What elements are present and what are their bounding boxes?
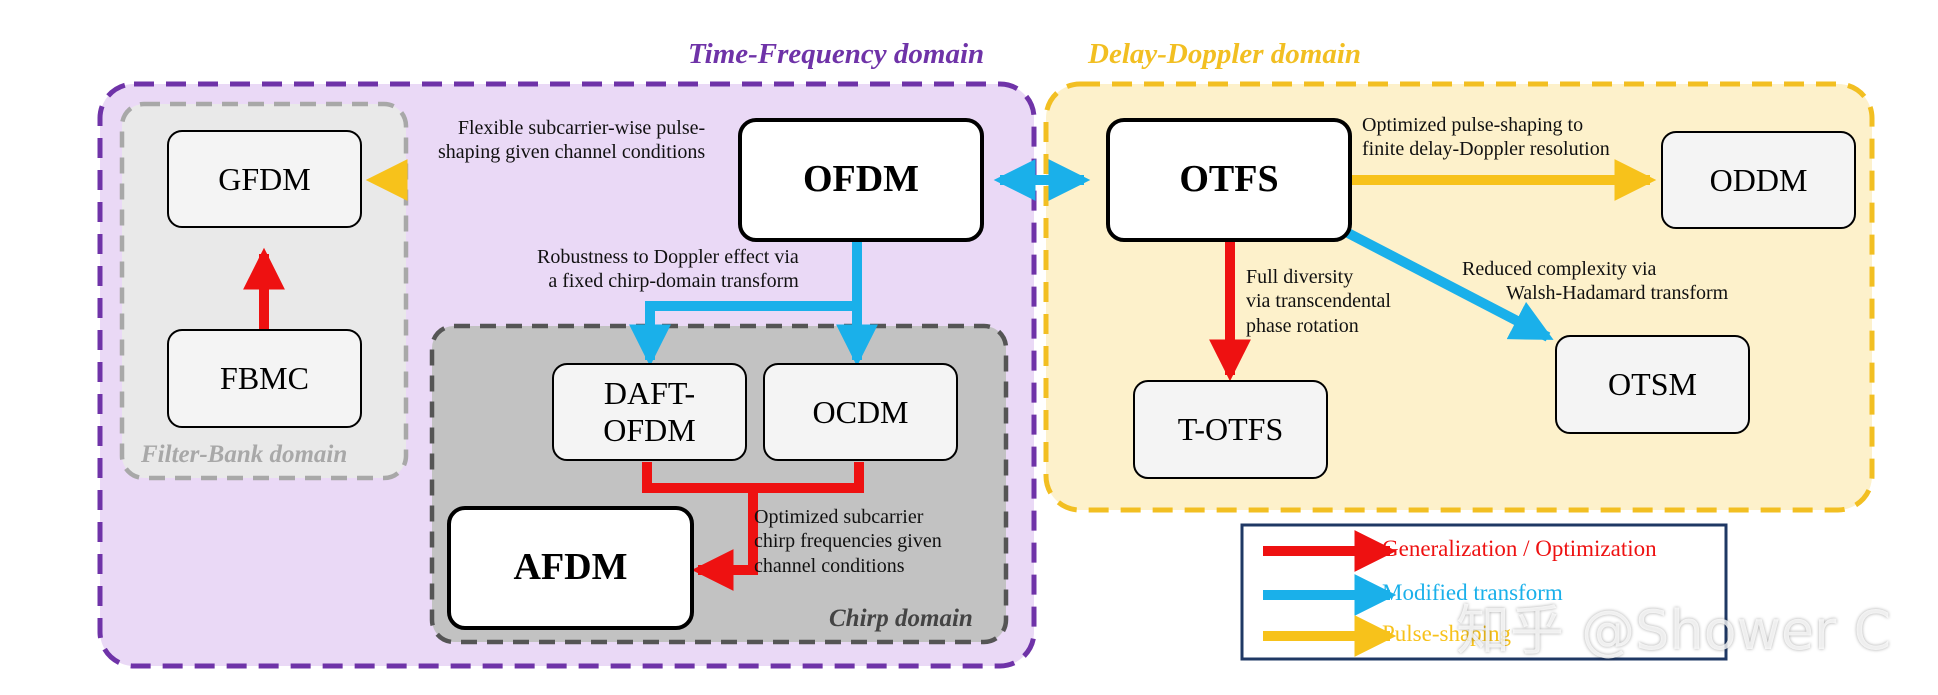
annotation-ofdm-to-chirp-line-1: Robustness to Doppler effect via bbox=[537, 246, 799, 268]
oddm-label: ODDM bbox=[1709, 161, 1808, 198]
daft-ofdm-label-line-2: OFDM bbox=[603, 412, 696, 448]
annotation-otfs-to-otsm-line-1: Reduced complexity via bbox=[1462, 258, 1657, 280]
fbmc-node bbox=[167, 329, 362, 428]
annotation-chirp-to-afdm-line-1: Optimized subcarrier bbox=[754, 506, 924, 528]
time-frequency-domain-title: Time-Frequency domain bbox=[688, 38, 985, 70]
annotation-otfs-to-oddm-line-2: finite delay-Doppler resolution bbox=[1362, 138, 1610, 161]
annotation-otfs-to-oddm-line-1: Optimized pulse-shaping to bbox=[1362, 114, 1584, 136]
delay-doppler-domain-title: Delay-Doppler domain bbox=[1088, 38, 1362, 70]
filter-bank-domain-title: Filter-Bank domain bbox=[141, 441, 348, 468]
daft-ofdm-label: DAFT- OFDM bbox=[553, 364, 746, 460]
annotation-otfs-to-totfs-line-3: phase rotation bbox=[1246, 314, 1359, 337]
annotation-otfs-to-totfs-line-2: via transcendental bbox=[1246, 290, 1391, 313]
gfdm-node bbox=[167, 130, 362, 228]
annotation-otfs-to-otsm: Reduced complexity via Walsh-Hadamard tr… bbox=[1462, 257, 1728, 306]
oddm-node bbox=[1661, 131, 1856, 229]
annotation-ofdm-to-gfdm-line-2: shaping given channel conditions bbox=[438, 141, 706, 164]
afdm-node bbox=[447, 506, 694, 630]
afdm-label: AFDM bbox=[513, 546, 628, 589]
otfs-label: OTFS bbox=[1179, 158, 1279, 201]
legend-label-generalization: Generalization / Optimization bbox=[1382, 536, 1657, 561]
annotation-otfs-to-oddm: Optimized pulse-shaping to finite delay-… bbox=[1362, 113, 1610, 162]
annotation-chirp-to-afdm-line-2: chirp frequencies given bbox=[754, 530, 942, 553]
annotation-chirp-to-afdm: Optimized subcarrier chirp frequencies g… bbox=[754, 505, 942, 578]
otsm-label: OTSM bbox=[1608, 366, 1697, 403]
legend-label-pulse-shaping: Pulse-shaping bbox=[1382, 621, 1512, 646]
otfs-node bbox=[1106, 118, 1352, 242]
watermark-text: 知乎 @Shower C bbox=[1456, 599, 1892, 662]
annotation-otfs-to-totfs-line-1: Full diversity bbox=[1246, 266, 1354, 288]
annotation-ofdm-to-gfdm: Flexible subcarrier-wise pulse- shaping … bbox=[438, 116, 705, 165]
ofdm-node bbox=[738, 118, 984, 242]
annotation-ofdm-to-gfdm-line-1: Flexible subcarrier-wise pulse- bbox=[457, 117, 706, 139]
chirp-domain-title: Chirp domain bbox=[829, 605, 973, 632]
daft-ofdm-label-line-1: DAFT- bbox=[603, 375, 696, 412]
otsm-node bbox=[1555, 335, 1750, 434]
ocdm-node bbox=[763, 363, 958, 461]
gfdm-label: GFDM bbox=[218, 160, 311, 197]
fbmc-label: FBMC bbox=[220, 360, 309, 397]
legend-label-modified-transform: Modified transform bbox=[1382, 580, 1563, 605]
annotation-ofdm-to-chirp-line-2: a fixed chirp-domain transform bbox=[548, 270, 799, 293]
ofdm-label: OFDM bbox=[802, 158, 920, 201]
daft-ofdm-node bbox=[552, 363, 747, 461]
annotation-ofdm-to-chirp: Robustness to Doppler effect via a fixed… bbox=[537, 245, 799, 294]
arrow-otfs-to-otsm bbox=[1343, 227, 1554, 342]
arrow-chirp-to-afdm bbox=[642, 462, 864, 570]
ocdm-label: OCDM bbox=[812, 393, 909, 430]
t-otfs-label: T-OTFS bbox=[1177, 411, 1284, 448]
annotation-otfs-to-otsm-line-2: Walsh-Hadamard transform bbox=[1506, 282, 1729, 305]
arrow-ofdm-to-chirp-trunk bbox=[650, 240, 862, 311]
annotation-otfs-to-totfs: Full diversity via transcendental phase … bbox=[1246, 265, 1391, 338]
t-otfs-node bbox=[1133, 380, 1328, 479]
annotation-chirp-to-afdm-line-3: channel conditions bbox=[754, 554, 905, 577]
